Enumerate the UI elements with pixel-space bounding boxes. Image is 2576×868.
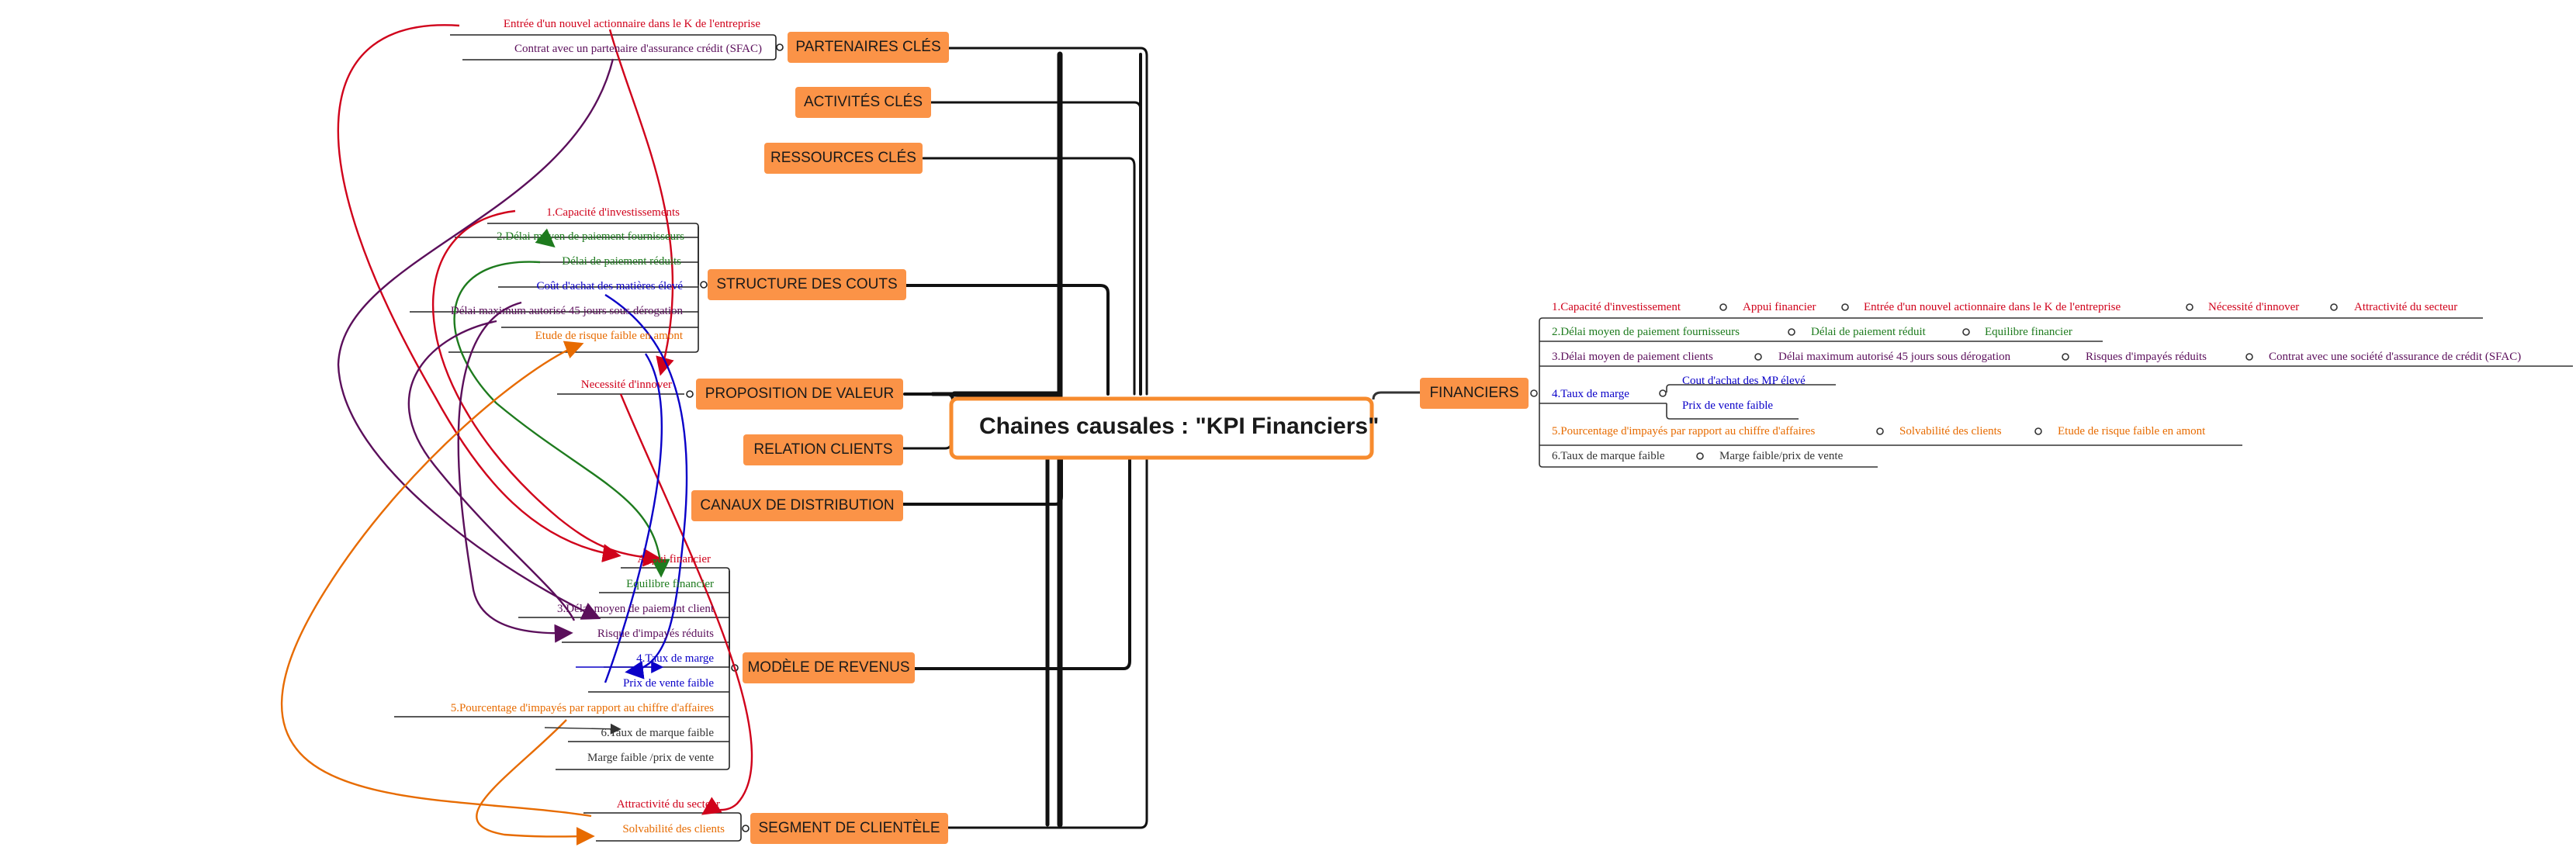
fin-row3-item1[interactable]: 3.Délai moyen de paiement clients: [1552, 351, 1713, 363]
branch-activites-label[interactable]: ACTIVITÉS CLÉS: [803, 94, 923, 110]
box-canaux: [691, 490, 903, 521]
box-modele: [743, 652, 915, 683]
fin-row5-item2[interactable]: Solvabilité des clients: [1899, 425, 2002, 437]
fin-row2-item1[interactable]: 2.Délai moyen de paiement fournisseurs: [1552, 326, 1740, 338]
box-ressources: [764, 143, 923, 174]
structure-item-3[interactable]: Délai de paiement réduits: [562, 255, 681, 268]
left-trunk-connectors: [902, 47, 1148, 829]
branch-segment-label[interactable]: SEGMENT DE CLIENTÈLE: [758, 820, 940, 836]
link-orange-1: [281, 341, 592, 818]
modele-item-3[interactable]: 3.Délai moyen de paiement client: [556, 603, 714, 615]
modele-item-5[interactable]: 4.Taux de marge: [636, 652, 714, 665]
modele-item-1[interactable]: Appui financier: [637, 553, 711, 565]
structure-item-2[interactable]: 2.Délai moyen de paiement fournisseurs: [496, 230, 684, 243]
fin-row4-item2[interactable]: Cout d'achat des MP élevé: [1682, 375, 1806, 387]
fin-row3-item3[interactable]: Risques d'impayés réduits: [2086, 351, 2207, 363]
modele-item-6[interactable]: Prix de vente faible: [622, 677, 714, 690]
fin-row2-item3[interactable]: Equilibre financier: [1985, 326, 2072, 338]
central-node: [949, 396, 1374, 460]
structure-item-4[interactable]: Coût d'achat des matières élevé: [536, 280, 683, 292]
link-orange-2: [476, 719, 595, 846]
modele-item-9[interactable]: Marge faible /prix de vente: [587, 752, 714, 764]
fin-row4-item3[interactable]: Prix de vente faible: [1682, 399, 1774, 412]
right-underlines: [1530, 303, 2573, 468]
branch-modele-label[interactable]: MODÈLE DE REVENUS: [747, 659, 910, 676]
box-proposition: [696, 379, 903, 410]
central-title: Chaines causales : "KPI Financiers": [979, 413, 1380, 439]
fin-row1-item5[interactable]: Attractivité du secteur: [2354, 301, 2458, 313]
link-purple-1: [337, 58, 615, 620]
link-red-1: [337, 24, 621, 562]
fin-row1-item3[interactable]: Entrée d'un nouvel actionnaire dans le K…: [1864, 301, 2121, 313]
branch-proposition-label[interactable]: PROPOSITION DE VALEUR: [705, 386, 895, 402]
box-structure: [708, 269, 906, 300]
fin-row5-item3[interactable]: Etude de risque faible en amont: [2058, 425, 2206, 437]
proposition-item-1[interactable]: Necessité d'innover: [580, 379, 672, 391]
branch-canaux-label[interactable]: CANAUX DE DISTRIBUTION: [700, 497, 895, 514]
link-red-2: [608, 29, 674, 376]
branch-boxes: [691, 32, 1529, 844]
partenaires-item-2[interactable]: Contrat avec un partenaire d'assurance c…: [514, 43, 762, 55]
box-partenaires: [788, 32, 949, 63]
modele-item-7[interactable]: 5.Pourcentage d'impayés par rapport au c…: [450, 702, 714, 714]
fin-row1-item4[interactable]: Nécessité d'innover: [2208, 301, 2300, 313]
branch-financiers-label[interactable]: FINANCIERS: [1429, 385, 1519, 401]
partenaires-item-1[interactable]: Entrée d'un nouvel actionnaire dans le K…: [503, 18, 760, 30]
left-underlines: [394, 34, 784, 842]
branch-ressources-label[interactable]: RESSOURCES CLÉS: [770, 150, 916, 166]
link-red-3: [431, 209, 662, 567]
structure-item-5[interactable]: Délai maximum autorisé 45 jours sous dér…: [450, 305, 683, 317]
fin-row6-item2[interactable]: Marge faible/prix de vente: [1719, 450, 1844, 462]
fin-row3-item4[interactable]: Contrat avec une société d'assurance de …: [2269, 351, 2522, 363]
modele-item-2[interactable]: Equilibre financier: [626, 578, 714, 590]
link-purple-3: [457, 301, 573, 643]
fin-row4-item1[interactable]: 4.Taux de marge: [1552, 388, 1629, 400]
box-activites: [795, 87, 931, 118]
fin-row3-item2[interactable]: Délai maximum autorisé 45 jours sous dér…: [1778, 351, 2011, 363]
causal-links: [281, 24, 753, 846]
structure-item-1[interactable]: 1.Capacité d'investissements: [546, 206, 680, 219]
branch-partenaires-label[interactable]: PARTENAIRES CLÉS: [795, 39, 941, 55]
box-relation: [743, 434, 903, 465]
structure-item-6[interactable]: Etude de risque faible en amont: [535, 330, 683, 342]
box-financiers: [1420, 378, 1529, 409]
link-purple-2: [407, 320, 576, 621]
fin-row1-item2[interactable]: Appui financier: [1743, 301, 1816, 313]
fin-row6-item1[interactable]: 6.Taux de marque faible: [1552, 450, 1665, 462]
fin-row2-item2[interactable]: Délai de paiement réduit: [1811, 326, 1926, 338]
segment-item-1[interactable]: Attractivité du secteur: [616, 798, 720, 811]
link-blue-1: [604, 293, 688, 680]
fin-row1-item1[interactable]: 1.Capacité d'investissement: [1552, 301, 1681, 313]
modele-item-8[interactable]: 6.Taux de marque faible: [601, 727, 714, 739]
branch-relation-label[interactable]: RELATION CLIENTS: [753, 441, 893, 458]
link-red-4: [619, 393, 753, 815]
link-green-1: [453, 261, 670, 578]
branch-structure-label[interactable]: STRUCTURE DES COUTS: [716, 276, 898, 292]
segment-item-2[interactable]: Solvabilité des clients: [622, 823, 725, 835]
fin-row5-item1[interactable]: 5.Pourcentage d'impayés par rapport au c…: [1552, 425, 1816, 437]
box-segment: [750, 813, 948, 844]
modele-item-4[interactable]: Risque d'impayés réduits: [597, 628, 714, 640]
